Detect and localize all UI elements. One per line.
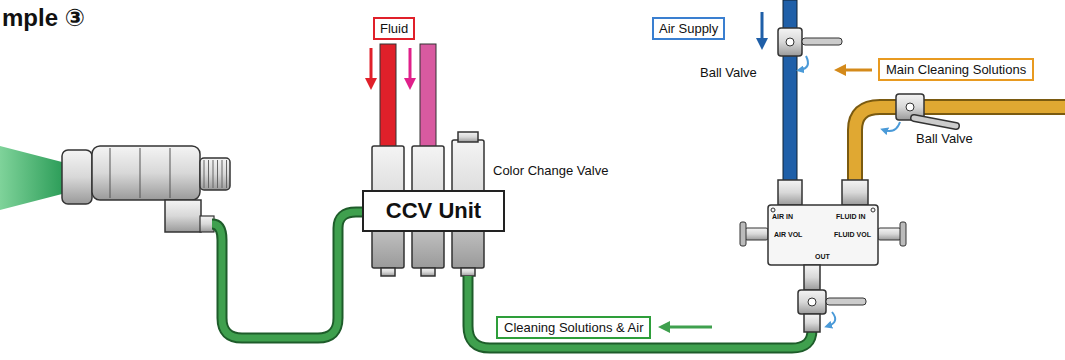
port-name: FLUID IN [836,213,866,220]
figure-title: mple ③ [2,4,85,32]
callout-text: Main Cleaning Solutions [886,62,1026,77]
part-name: Ball Valve [916,131,973,146]
ccv-unit-box: CCV Unit [362,190,505,232]
callout-text: CCV Unit [374,198,493,224]
knob-name: AIR VOL [774,231,802,238]
callout-text: Cleaning Solutions & Air [504,320,643,335]
part-name: Color Change Valve [493,163,608,178]
port-name: OUT [815,253,830,260]
callout-text: Air Supply [659,21,718,36]
part-name: Ball Valve [700,65,757,80]
air-supply-callout: Air Supply [652,17,725,40]
fluid-callout: Fluid [373,17,415,40]
cleaning-callout: Main Cleaning Solutions [878,58,1034,81]
callout-text: Fluid [380,21,408,36]
knob-name: FLUID VOL [834,231,871,238]
port-name: AIR IN [772,213,793,220]
cleaning-air-callout: Cleaning Solutions & Air [496,316,651,339]
